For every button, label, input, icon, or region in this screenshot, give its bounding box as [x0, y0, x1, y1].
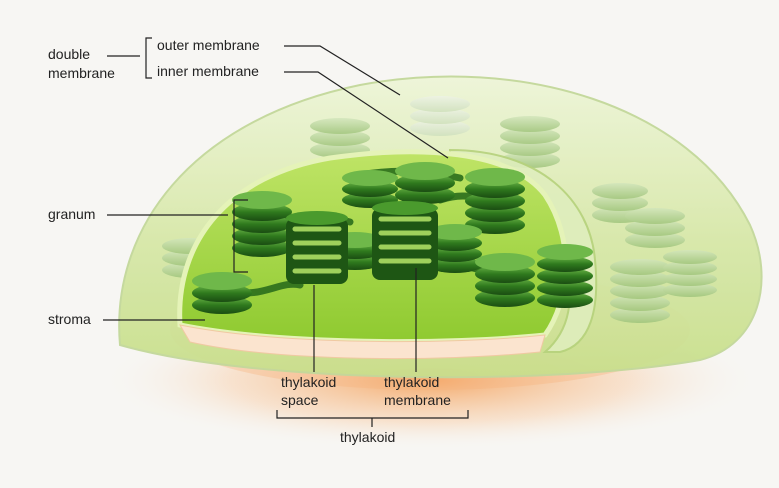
granum-stack-d	[395, 162, 455, 204]
granum-stack-e	[465, 168, 525, 234]
label-granum: granum	[48, 206, 96, 222]
faded-granum-top	[410, 96, 470, 136]
label-stroma: stroma	[48, 311, 91, 327]
cross-section-face	[179, 324, 546, 360]
label-double-membrane-line1: double	[48, 46, 91, 62]
faded-granum-right-5	[663, 250, 717, 297]
faded-granum-right-3	[625, 208, 685, 248]
granum-stack-h	[537, 244, 593, 308]
label-inner-membrane: inner membrane	[157, 63, 259, 79]
sectioned-granum-left	[286, 211, 348, 284]
granum-stack-g	[475, 253, 535, 307]
granum-stack-f	[428, 224, 482, 273]
label-thylakoid: thylakoid	[340, 429, 396, 445]
outer-membrane-leader	[284, 45, 401, 96]
label-thylakoid-membrane-line2: membrane	[384, 392, 451, 408]
sectioned-granum-right	[372, 201, 438, 280]
label-thylakoid-space-line2: space	[281, 392, 319, 408]
double-membrane-bracket	[145, 37, 152, 79]
faded-granum-right-4	[610, 259, 670, 323]
label-thylakoid-membrane-line1: thylakoid	[384, 374, 440, 390]
granum-stack-a	[232, 191, 292, 257]
granum-stack-c	[342, 170, 398, 208]
inner-membrane-leader	[284, 71, 449, 159]
leader-lines	[103, 37, 469, 427]
granum-stack-b	[192, 272, 252, 314]
granum-bracket	[233, 199, 248, 273]
label-double-membrane-line2: membrane	[48, 65, 115, 81]
faded-granum-right-1	[500, 116, 560, 168]
label-thylakoid-space-line1: thylakoid	[281, 374, 337, 390]
label-outer-membrane: outer membrane	[157, 37, 260, 53]
